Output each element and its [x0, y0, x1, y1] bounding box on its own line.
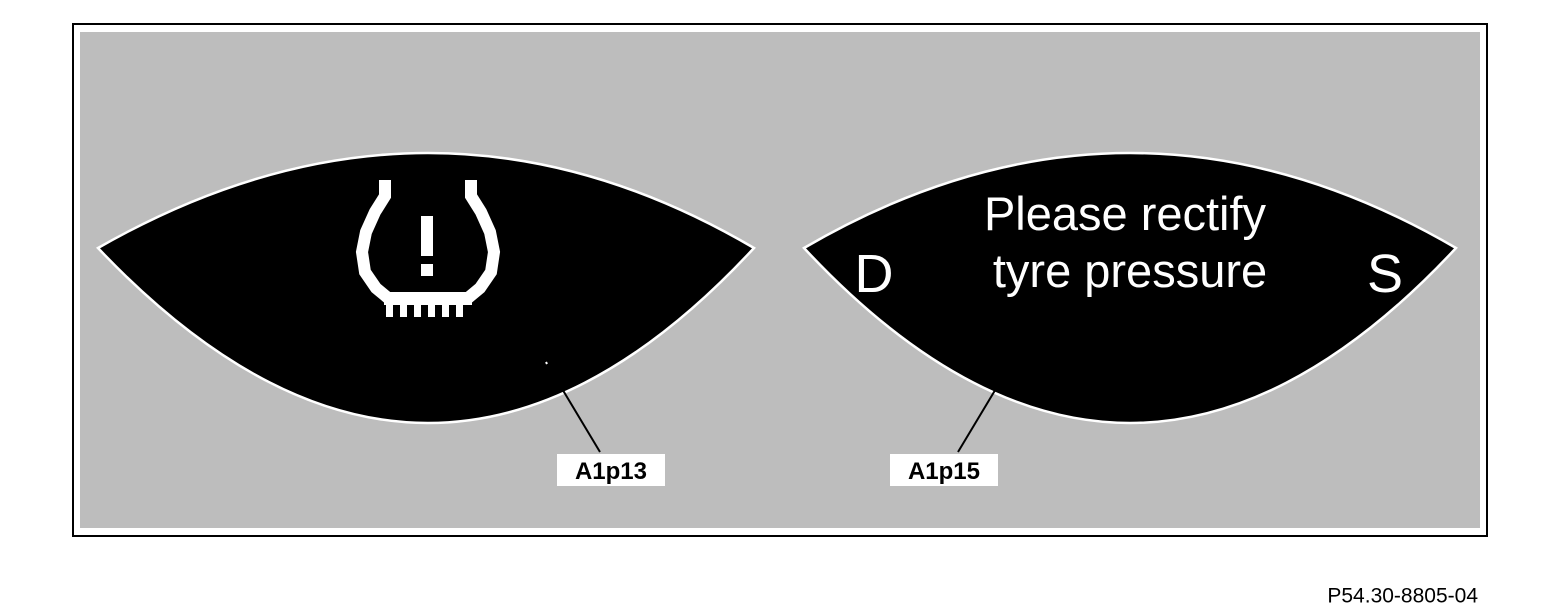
callout-a1p15: A1p15: [890, 454, 998, 486]
callout-a1p15-label: A1p15: [908, 458, 980, 485]
gear-indicator-d: D: [855, 244, 894, 304]
callout-a1p13-label: A1p13: [575, 458, 647, 485]
display-message-line1: Please rectify: [984, 187, 1267, 240]
callout-a1p13: A1p13: [557, 454, 665, 486]
left-display: [95, 151, 756, 453]
leader-line-a1p15: [957, 361, 1013, 453]
gear-indicator-s: S: [1367, 244, 1403, 304]
left-display-lens: [95, 151, 756, 425]
display-message-line2: tyre pressure: [993, 244, 1267, 297]
figure-code: P54.30-8805-04: [1327, 584, 1478, 608]
callout-a1p15-background: [890, 454, 998, 486]
leader-line-a1p13: [545, 361, 601, 453]
right-display-lens: [802, 151, 1458, 425]
callout-a1p13-background: [557, 454, 665, 486]
tire-pressure-warning-icon: [355, 180, 501, 317]
right-display: Please rectify tyre pressure D S: [802, 151, 1458, 453]
